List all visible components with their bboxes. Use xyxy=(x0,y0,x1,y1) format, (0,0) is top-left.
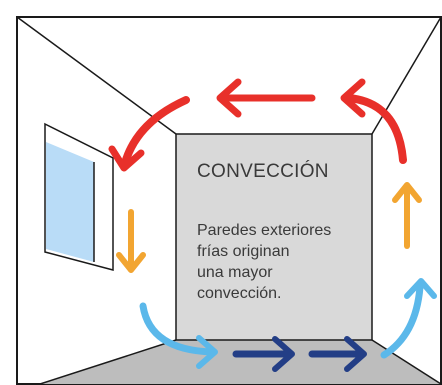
cool-rising-arc-arrow-icon xyxy=(380,283,424,359)
cool-corner-arrow-head xyxy=(196,335,218,369)
cold-right-arrow-head-1 xyxy=(272,336,295,372)
warm-corner-arrow-head xyxy=(340,78,366,118)
window-glass xyxy=(46,142,94,262)
cool-rising-arc-arrow-head xyxy=(404,278,437,299)
warm-arc-arrow-icon xyxy=(121,96,190,167)
rising-arrow-head xyxy=(392,182,422,203)
floor-edge-left xyxy=(39,339,177,385)
description-line: una mayor xyxy=(197,264,273,281)
warm-left-arrow-head xyxy=(216,78,242,118)
description-line: frías originan xyxy=(197,243,290,260)
diagram-title: CONVECCIÓN xyxy=(197,161,329,182)
window xyxy=(44,122,114,271)
description-line: Paredes exteriores xyxy=(197,222,332,239)
ceiling-edge-left xyxy=(16,16,177,135)
warm-corner-arrow-icon xyxy=(345,94,407,164)
floor-edge-right xyxy=(371,339,442,385)
falling-arrow-head xyxy=(116,252,146,273)
cold-right-arrow-head-2 xyxy=(344,336,367,372)
warm-arc-arrow-head xyxy=(108,145,145,172)
diagram-description: Paredes exteriores frías originan una ma… xyxy=(197,220,372,304)
cool-corner-arrow-icon xyxy=(139,302,216,356)
description-line: convección. xyxy=(197,285,282,302)
